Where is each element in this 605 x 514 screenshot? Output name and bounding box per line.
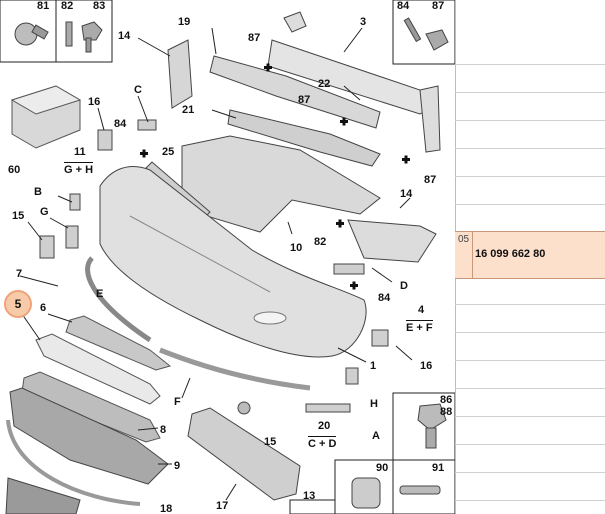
label-C-top: C bbox=[134, 84, 142, 96]
bolt-81-icon bbox=[14, 22, 49, 46]
label-7: 7 bbox=[16, 268, 23, 280]
label-20-sub: C + D bbox=[308, 436, 337, 450]
label-4: 4 bbox=[418, 304, 425, 316]
label-87-c: 87 bbox=[424, 174, 437, 186]
bracket-16-right bbox=[371, 329, 389, 347]
label-83: 83 bbox=[93, 0, 106, 12]
bracket-16-left bbox=[97, 129, 113, 151]
label-16-a: 16 bbox=[88, 96, 101, 108]
label-82-box: 82 bbox=[61, 0, 74, 12]
label-87-b: 87 bbox=[298, 94, 311, 106]
cover-G bbox=[65, 225, 79, 249]
label-B: B bbox=[34, 186, 42, 198]
bolt-83-icon bbox=[81, 21, 103, 53]
label-6: 6 bbox=[40, 302, 47, 314]
label-84-a: 84 bbox=[114, 118, 127, 130]
cover-15 bbox=[39, 235, 55, 259]
label-10: 10 bbox=[290, 242, 303, 254]
label-87-a: 87 bbox=[248, 32, 261, 44]
absorber-19 bbox=[209, 55, 381, 129]
label-16-b: 16 bbox=[420, 360, 433, 372]
clip-D bbox=[333, 263, 365, 275]
absorber-21 bbox=[227, 109, 381, 167]
bolt-87-icon bbox=[425, 29, 449, 51]
label-20: 20 bbox=[318, 420, 331, 432]
strip-E bbox=[85, 256, 152, 343]
label-84-b: 84 bbox=[378, 292, 391, 304]
label-21: 21 bbox=[182, 104, 195, 116]
label-15-a: 15 bbox=[12, 210, 25, 222]
label-60: 60 bbox=[8, 164, 21, 176]
label-9: 9 bbox=[174, 460, 181, 472]
label-1: 1 bbox=[370, 360, 377, 372]
label-14-b: 14 bbox=[400, 188, 413, 200]
parts-list-panel: 05 16 099 662 80 bbox=[455, 0, 605, 514]
label-8: 8 bbox=[160, 424, 167, 436]
strip-F bbox=[159, 347, 311, 391]
grille-5 bbox=[35, 333, 161, 405]
label-82-b: 82 bbox=[314, 236, 327, 248]
label-17: 17 bbox=[216, 500, 229, 512]
label-88: 88 bbox=[440, 406, 453, 418]
grille-17 bbox=[187, 407, 301, 501]
strip-18-upper bbox=[6, 419, 141, 506]
clip-90-icon bbox=[351, 477, 381, 509]
label-14-a: 14 bbox=[118, 30, 131, 42]
clip-C bbox=[137, 119, 157, 131]
label-F: F bbox=[174, 396, 181, 408]
label-D: D bbox=[400, 280, 408, 292]
label-11-sub: G + H bbox=[64, 162, 94, 176]
bolt-84-icon bbox=[403, 17, 422, 43]
label-11: 11 bbox=[74, 146, 86, 158]
label-18: 18 bbox=[160, 503, 173, 514]
clip-B bbox=[69, 193, 81, 211]
label-90: 90 bbox=[376, 462, 389, 474]
label-25: 25 bbox=[162, 146, 175, 158]
part-number: 16 099 662 80 bbox=[475, 248, 546, 260]
bracket-14-right bbox=[347, 219, 437, 263]
label-19: 19 bbox=[178, 16, 191, 28]
label-13: 13 bbox=[303, 490, 316, 502]
reinforcement-beam-3 bbox=[267, 11, 441, 153]
label-E: E bbox=[96, 288, 104, 300]
fastener-box-13 bbox=[289, 499, 336, 514]
fixing-markers bbox=[140, 63, 410, 290]
highlighted-callout-5[interactable]: 5 bbox=[4, 290, 32, 318]
sensor-15 bbox=[237, 401, 251, 415]
label-4-sub: E + F bbox=[406, 320, 433, 334]
row-index: 05 bbox=[458, 234, 470, 245]
label-H: H bbox=[370, 398, 378, 410]
screw-82-icon bbox=[65, 21, 73, 47]
grille-6 bbox=[65, 315, 172, 371]
clip-A bbox=[305, 403, 351, 413]
parts-list-row-selected[interactable]: 05 16 099 662 80 bbox=[455, 231, 605, 279]
bumper-cover-1 bbox=[99, 166, 367, 358]
label-84-box: 84 bbox=[397, 0, 410, 12]
module-60-icon bbox=[10, 85, 82, 149]
bracket-14-left bbox=[167, 39, 193, 109]
label-22: 22 bbox=[318, 78, 331, 90]
bolt-88-icon bbox=[417, 403, 447, 449]
rivet-91-icon bbox=[399, 485, 441, 495]
label-A: A bbox=[372, 430, 380, 442]
label-81: 81 bbox=[37, 0, 50, 12]
label-87-box: 87 bbox=[432, 0, 445, 12]
clip-H bbox=[345, 367, 359, 385]
label-3: 3 bbox=[360, 16, 367, 28]
label-15-b: 15 bbox=[264, 436, 277, 448]
label-G: G bbox=[40, 206, 49, 218]
label-91: 91 bbox=[432, 462, 445, 474]
fastener-box-84-87 bbox=[392, 0, 455, 65]
label-86: 86 bbox=[440, 394, 453, 406]
fastener-box-86-88 bbox=[392, 392, 455, 461]
grille-9 bbox=[9, 387, 169, 485]
grille-18 bbox=[5, 477, 81, 514]
exploded-bumper-diagram bbox=[0, 0, 455, 514]
